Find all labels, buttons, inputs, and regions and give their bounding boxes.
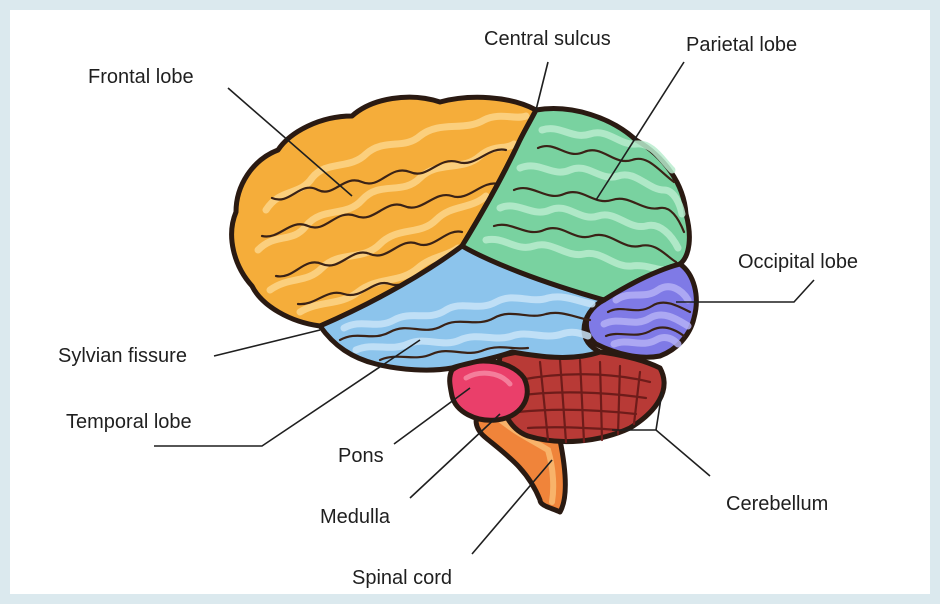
parietal-gyri [482,125,686,274]
pons-highlight [463,370,513,387]
pons-shape [447,358,530,423]
leader-temporal [154,339,421,447]
sylvian-fissure-line [318,243,606,328]
spinal-cord-highlight [493,413,557,505]
label-pons: Pons [338,445,384,467]
leader-parietal [595,61,685,201]
leader-occipital [676,279,815,303]
leader-medulla [409,413,501,499]
label-temporal-lobe: Temporal lobe [66,411,192,433]
label-medulla: Medulla [320,506,391,528]
label-parietal-lobe: Parietal lobe [686,34,797,56]
central-sulcus-line [460,108,538,248]
leader-frontal [227,87,353,197]
label-frontal-lobe: Frontal lobe [88,66,194,88]
leader-cerebellum [612,429,711,477]
label-sylvian-fissure: Sylvian fissure [58,345,187,367]
leader-central-sulcus [535,61,549,111]
leader-lines [154,61,815,555]
leader-pons [393,387,471,445]
temporal-gyri [338,293,596,362]
leader-spinal-cord [471,459,553,555]
label-central-sulcus: Central sulcus [484,28,611,50]
label-spinal-cord: Spinal cord [352,567,452,589]
leader-sylvian [213,329,321,357]
frontal-gyri [254,112,530,316]
label-cerebellum: Cerebellum [726,493,828,515]
label-occipital-lobe: Occipital lobe [738,251,858,273]
occipital-gyri [600,283,692,348]
leader-cerebellum-tick [655,391,663,431]
